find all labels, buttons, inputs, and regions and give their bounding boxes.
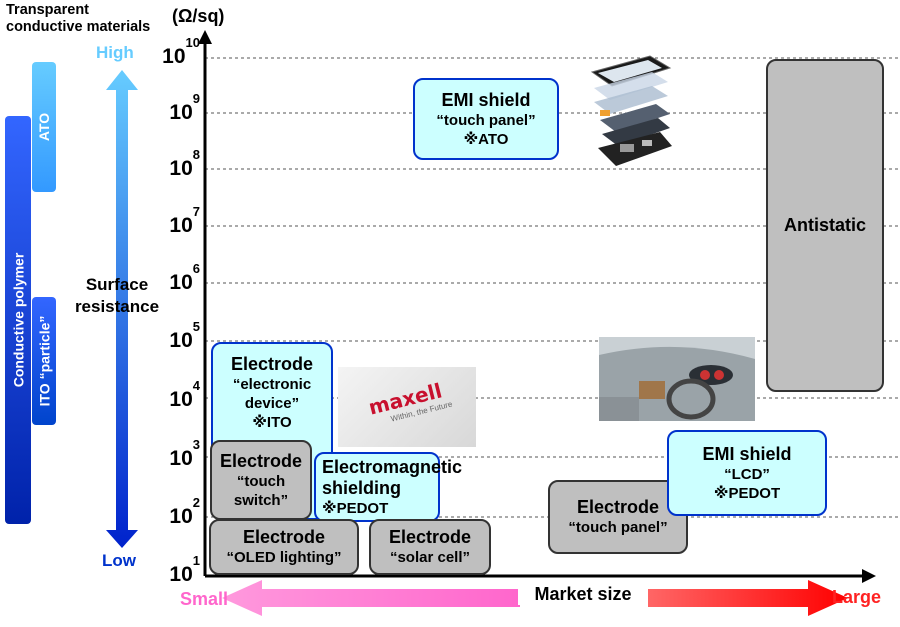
box-material: ※ITO bbox=[252, 414, 292, 431]
large-arrow bbox=[648, 580, 848, 616]
tick-label: 104 bbox=[169, 378, 200, 411]
material-bar-ito-particle: ITO “particle” bbox=[32, 297, 56, 425]
low-label: Low bbox=[102, 551, 136, 570]
box-material: ※ATO bbox=[463, 130, 509, 148]
electrode-solar-cell-box: Electrode “solar cell” bbox=[369, 519, 491, 575]
y-axis-arrowhead bbox=[198, 30, 212, 44]
box-detail: “solar cell” bbox=[389, 549, 471, 566]
box-detail: “touch panel” bbox=[568, 519, 668, 536]
x-axis-arrowhead bbox=[862, 569, 876, 583]
box-title: Electrode bbox=[230, 354, 314, 374]
box-title: Electrode bbox=[219, 450, 303, 471]
box-detail: “electronic device” bbox=[232, 376, 312, 412]
box-detail: “LCD” bbox=[724, 465, 770, 483]
electrode-touch-panel-box: Electrode “touch panel” bbox=[548, 480, 688, 554]
box-title: Electrode bbox=[576, 497, 660, 517]
antistatic-box: Antistatic bbox=[766, 59, 884, 392]
small-arrow bbox=[222, 580, 520, 616]
box-title: Electrode bbox=[242, 527, 326, 547]
electrode-touch-switch-box: Electrode “touch switch” bbox=[210, 440, 312, 520]
tick-label: 109 bbox=[169, 91, 200, 124]
tick-label: 105 bbox=[169, 319, 200, 352]
maxell-image: maxell Within, the Future bbox=[338, 367, 476, 447]
surface-resistance-label: Surface resistance bbox=[74, 275, 160, 316]
box-title: Electromagnetic shielding bbox=[322, 456, 463, 498]
emi-shield-touch-panel-box: EMI shield “touch panel” ※ATO bbox=[413, 78, 559, 160]
box-material: ※PEDOT bbox=[322, 499, 389, 517]
emi-shield-lcd-box: EMI shield “LCD” ※PEDOT bbox=[667, 430, 827, 516]
tick-label: 101 bbox=[169, 553, 200, 586]
tick-label: 107 bbox=[169, 204, 200, 237]
box-title: EMI shield bbox=[702, 443, 792, 464]
box-detail: “touch panel” bbox=[436, 111, 536, 129]
box-title: Electrode bbox=[388, 527, 472, 547]
box-detail: “touch switch” bbox=[233, 472, 289, 509]
small-label: Small bbox=[180, 589, 229, 609]
unit-label: (Ω/sq) bbox=[172, 6, 225, 26]
box-title: EMI shield bbox=[441, 89, 531, 110]
tick-label: 102 bbox=[169, 495, 200, 528]
resistance-arrow bbox=[106, 70, 138, 548]
materials-title: Transparent conductive materials bbox=[6, 2, 151, 35]
electrode-oled-lighting-box: Electrode “OLED lighting” bbox=[209, 519, 359, 575]
tick-label: 108 bbox=[169, 147, 200, 180]
large-label: Large bbox=[832, 587, 882, 607]
box-detail: “OLED lighting” bbox=[226, 549, 342, 566]
tick-label: 106 bbox=[169, 261, 200, 294]
smartphone-exploded-image bbox=[590, 55, 672, 166]
box-title: Antistatic bbox=[783, 215, 866, 235]
box-material: ※PEDOT bbox=[713, 484, 781, 502]
tick-label: 1010 bbox=[162, 35, 200, 68]
material-bar-conductive-polymer: Conductive polymer bbox=[5, 116, 31, 524]
high-label: High bbox=[96, 43, 134, 62]
market-size-label: Market size bbox=[518, 584, 648, 605]
tick-label: 103 bbox=[169, 437, 200, 470]
material-bar-ato: ATO bbox=[32, 62, 56, 192]
car-dashboard-image bbox=[599, 337, 755, 421]
